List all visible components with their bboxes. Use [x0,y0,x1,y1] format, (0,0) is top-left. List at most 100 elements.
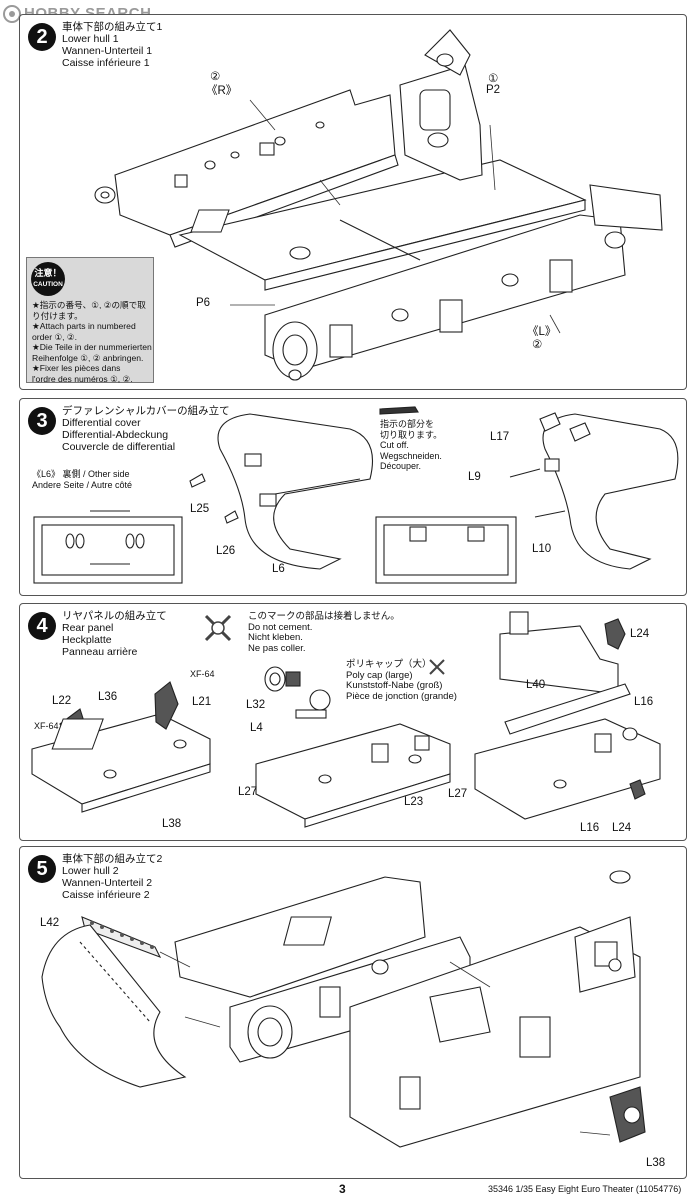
polycap-line: Kunststoff-Nabe (groß) [346,680,443,691]
title-en: Lower hull 2 [62,865,119,877]
lower-hull-1-illustration [94,29,663,381]
rear-panel-illustration [31,611,661,828]
no-cement-line: Do not cement. [248,621,313,633]
label-l21: L21 [192,696,212,708]
polycap-line: Poly cap (large) [346,669,413,681]
label-l32: L32 [246,699,266,711]
cut-line: Découper. [380,461,422,471]
step-title: 車体下部の組み立て1 Lower hull 1 Wannen-Unterteil… [62,21,162,69]
caution-line: り付けます。 [32,310,83,321]
caution-line: ★Attach parts in numbered [32,321,136,331]
label-l4: L4 [250,722,263,734]
polycap-line: Pièce de jonction (grande) [346,690,457,702]
caution-text: ★指示の番号、①, ②の順で取 り付けます。 ★Attach parts in … [32,300,152,384]
label-left-side: 《L》 [527,326,557,338]
step-number: 2 [28,23,56,51]
label-l38: L38 [162,818,182,830]
caution-line: order ①, ②. [32,331,78,342]
label-l6: L6 [272,563,285,575]
label-l38: L38 [646,1157,666,1169]
label-right-side: 《R》 [206,85,238,97]
product-code: 35346 1/35 Easy Eight Euro Theater (1105… [488,1184,682,1194]
cut-line: 切り取ります。 [380,429,443,440]
polycap-note: ポリキャップ（大） Poly cap (large) Kunststoff-Na… [346,659,457,702]
step-title: デファレンシャルカバーの組み立て Differential cover Diff… [62,405,230,453]
other-side-line: Andere Seite / Autre côté [32,479,133,490]
cut-line: Cut off. [380,440,409,450]
title-ja: 車体下部の組み立て1 [62,21,163,33]
no-cement-icon-small [429,659,445,675]
label-l42: L42 [40,917,60,929]
label-l36: L36 [98,691,118,703]
label-p6: P6 [196,297,211,309]
title-en: Lower hull 1 [62,33,119,45]
title-ja: リヤパネルの組み立て [62,610,167,622]
differential-cover-illustration [33,406,679,584]
caution-badge: 注意！ CAUTION [31,262,65,296]
label-l24-bottom: L24 [612,822,632,834]
title-ja: デファレンシャルカバーの組み立て [62,405,230,417]
step-title: 車体下部の組み立て2 Lower hull 2 Wannen-Unterteil… [62,853,162,901]
title-fr: Caisse inférieure 1 [62,57,150,69]
no-cement-line: このマークの部品は接着しません。 [248,611,400,622]
title-ja: 車体下部の組み立て2 [62,853,163,865]
step-5-panel: 5 車体下部の組み立て2 Lower hull 2 Wannen-Unterte… [19,846,687,1179]
label-l22: L22 [52,695,72,707]
label-l24-top: L24 [630,628,650,640]
caution-ja: 注意！ [34,268,62,278]
label-p2: P2 [486,84,501,96]
label-l26: L26 [216,545,236,557]
label-l9: L9 [468,471,481,483]
label-l16-top: L16 [634,696,654,708]
label-l40: L40 [526,679,546,691]
caution-line: Reihenfolge ①, ② anbringen. [32,352,144,363]
title-de: Differential-Abdeckung [62,429,169,441]
caution-line: ★Fixer les pièces dans [32,363,121,373]
step-number: 3 [28,407,56,435]
step-title: リヤパネルの組み立て Rear panel Heckplatte Panneau… [62,610,167,658]
polycap-line: ポリキャップ（大） [346,659,432,670]
cut-off-note: 指示の部分を 切り取ります。 Cut off. Wegschneiden. Dé… [380,419,442,472]
label-l25: L25 [190,503,210,515]
no-cement-line: Nicht kleben. [248,632,303,643]
label-l27-left: L27 [238,786,258,798]
label-l27-right: L27 [448,788,468,800]
title-fr: Couvercle de differential [62,441,176,453]
caution-box: 注意！ CAUTION ★指示の番号、①, ②の順で取 り付けます。 ★Atta… [26,257,154,384]
label-l16-bottom: L16 [580,822,600,834]
label-l17: L17 [490,431,510,443]
caution-line: ★指示の番号、①, ②の順で取 [32,300,146,310]
caution-line: ★Die Teile in der nummerierten [32,342,152,352]
no-cement-icon [204,614,232,642]
title-en: Differential cover [62,417,141,429]
cut-line: Wegschneiden. [380,450,442,461]
caution-en: CAUTION [33,281,63,288]
page-number: 3 [339,1182,346,1196]
title-fr: Caisse inférieure 2 [62,889,150,901]
label-l10: L10 [532,543,552,555]
label-xf64-right: XF-64 [190,669,215,679]
title-fr: Panneau arrière [62,646,138,658]
step-4-panel: 4 リヤパネルの組み立て Rear panel Heckplatte Panne… [19,603,687,841]
label-xf64-left: XF-64 [34,721,59,731]
label-circle-2-l: ② [532,339,543,351]
title-de: Wannen-Unterteil 2 [62,877,153,889]
title-en: Rear panel [62,622,114,634]
hobby-knife-icon [379,406,419,415]
step-number: 4 [28,612,56,640]
step-3-panel: 3 デファレンシャルカバーの組み立て Differential cover Di… [19,398,687,596]
no-cement-note: このマークの部品は接着しません。 Do not cement. Nicht kl… [248,611,400,654]
title-de: Wannen-Unterteil 1 [62,45,153,57]
lower-hull-2-illustration [41,870,646,1148]
label-circle-1-p2: ① [488,73,499,85]
other-side-note: 《L6》 裏側 / Other side Andere Seite / Autr… [32,469,132,490]
title-de: Heckplatte [62,634,112,646]
step-number: 5 [28,855,56,883]
other-side-line: 《L6》 裏側 / Other side [32,469,130,479]
no-cement-line: Ne pas coller. [248,642,306,654]
label-l23: L23 [404,796,424,808]
label-circle-2-r: ② [210,71,221,83]
step-2-panel: 2 車体下部の組み立て1 Lower hull 1 Wannen-Unterte… [19,14,687,390]
cut-line: 指示の部分を [380,419,435,429]
caution-line: l'ordre des numéros ①, ②. [32,373,133,384]
